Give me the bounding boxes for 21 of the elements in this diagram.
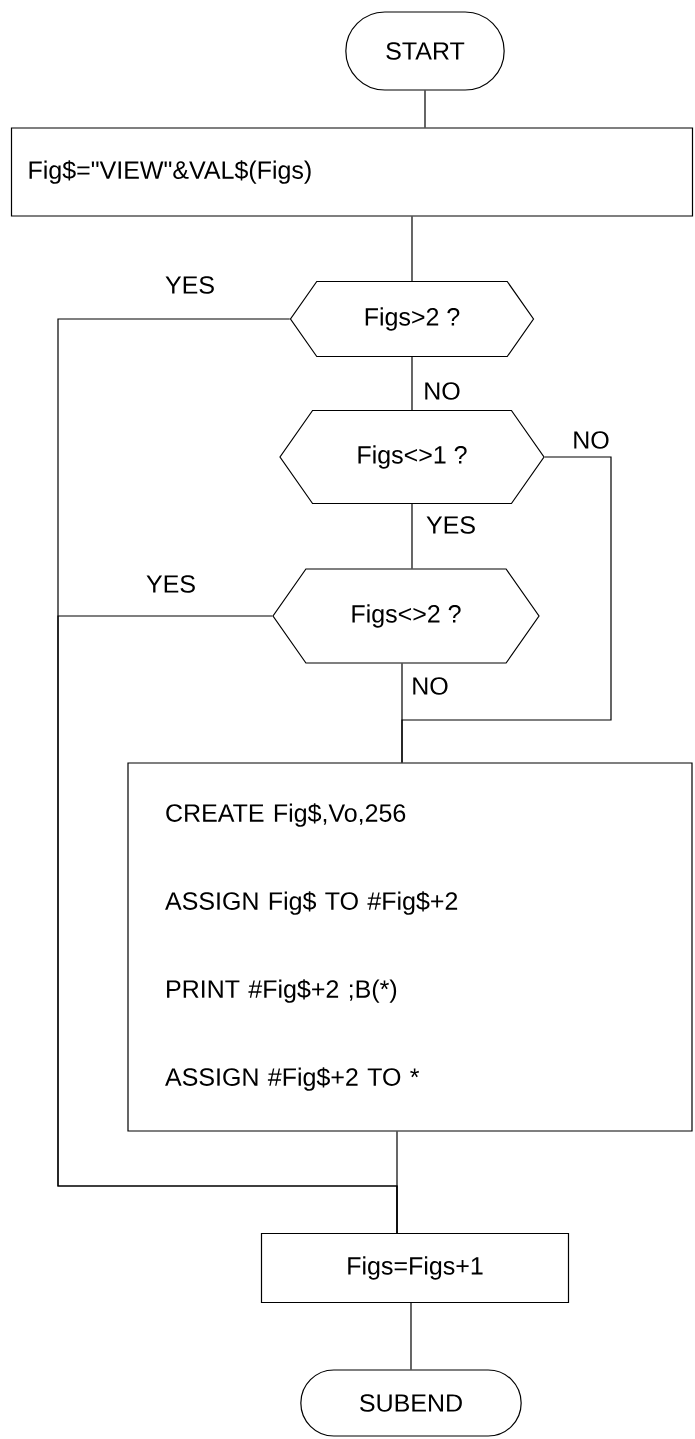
process-box: Figs=Figs+1	[260, 1232, 570, 1304]
edge-label: NO	[421, 380, 463, 402]
edge-label: NO	[409, 675, 451, 697]
connector-line	[396, 1131, 398, 1234]
connector-line	[411, 503, 413, 569]
connector-line	[424, 90, 426, 128]
terminal-box: SUBEND	[300, 1369, 522, 1437]
connector-line	[411, 356, 413, 411]
decision-hexagon: Figs<>2 ?	[272, 568, 540, 664]
process-box: Fig$="VIEW"&VAL$(Figs)	[10, 127, 694, 217]
connector-line	[401, 663, 403, 763]
decision-hexagon: Figs>2 ?	[289, 280, 535, 358]
connector-line	[411, 216, 413, 282]
terminal-box: START	[345, 11, 505, 91]
process-box: CREATE Fig$,Vo,256 ASSIGN Fig$ TO #Fig$+2 PRINT #Fig$+2 ;B(*) ASSIGN #Fig$+2 TO *	[127, 762, 693, 1132]
edge-label: YES	[144, 573, 198, 595]
decision-hexagon: Figs<>1 ?	[279, 409, 545, 505]
connector-line	[410, 1302, 412, 1370]
edge-label: YES	[424, 514, 478, 536]
edge-label: NO	[570, 429, 612, 451]
edge-label: YES	[163, 274, 217, 296]
